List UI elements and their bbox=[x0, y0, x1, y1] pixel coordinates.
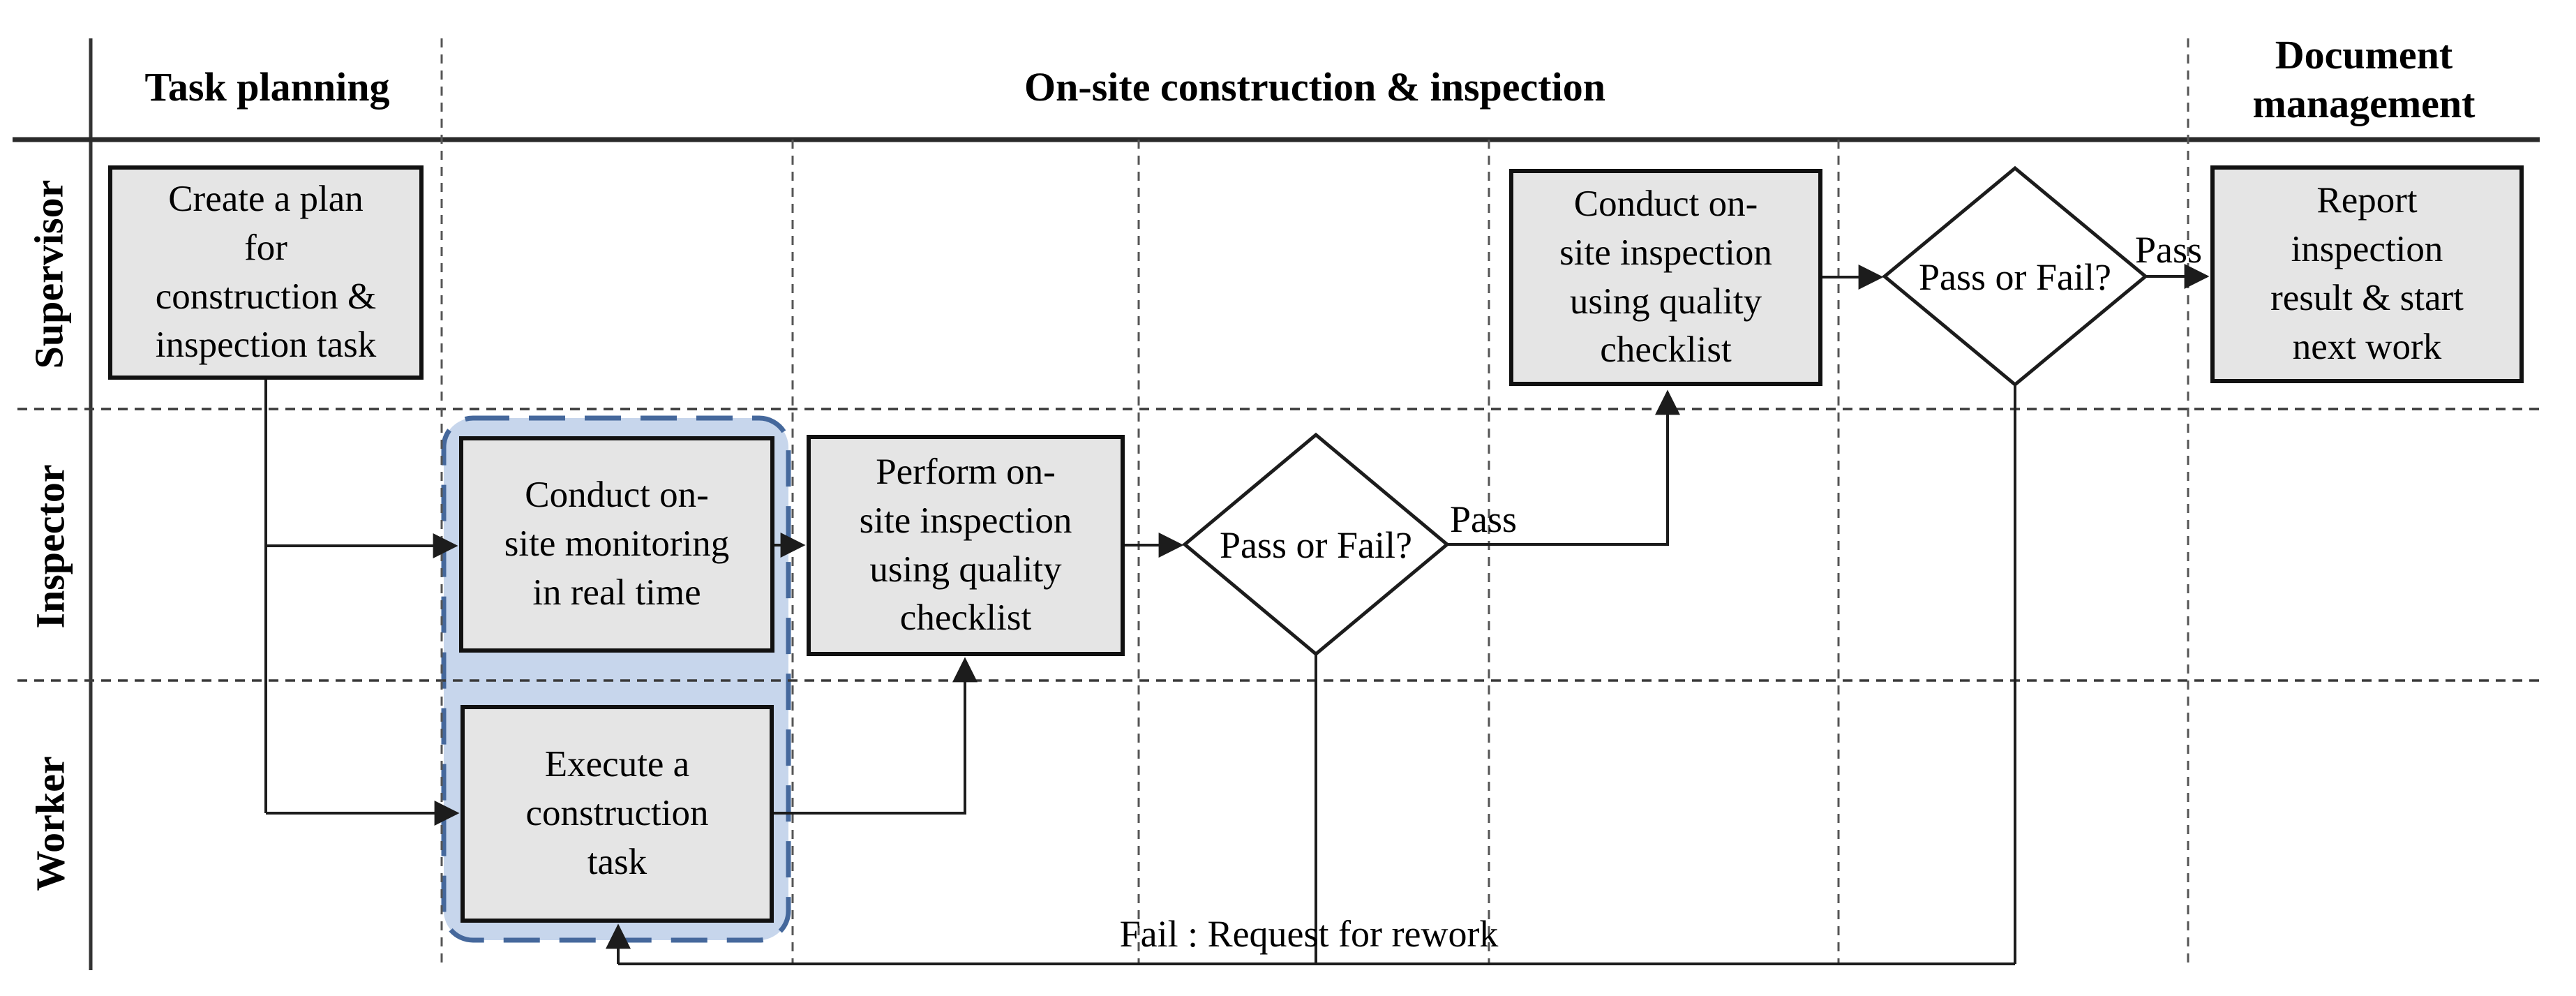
lane-label-supervisor: Supervisor bbox=[26, 179, 72, 369]
edge-label-pass1: Pass bbox=[1449, 498, 1518, 540]
node-create-plan: Create a plan for construction & inspect… bbox=[108, 165, 424, 380]
node-execute-construction-task: Execute a construction task bbox=[460, 705, 774, 923]
phase-header-task-planning: Task planning bbox=[144, 64, 390, 110]
node-perform-onsite-inspection: Perform on- site inspection using qualit… bbox=[807, 435, 1125, 656]
edge-label-fail-request-rework: Fail : Request for rework bbox=[1119, 913, 1499, 955]
lane-label-worker: Worker bbox=[27, 756, 73, 891]
node-conduct-onsite-inspection: Conduct on- site inspection using qualit… bbox=[1509, 169, 1822, 386]
decision2-label: Pass or Fail? bbox=[1919, 256, 2111, 298]
connector-pass1-to-supervisor-inspection bbox=[1447, 389, 1680, 546]
connector-execute-to-inspection bbox=[774, 657, 978, 815]
decision1-diamond bbox=[1182, 432, 1450, 657]
lane-label-inspector: Inspector bbox=[27, 464, 73, 629]
decision1-label: Pass or Fail? bbox=[1220, 524, 1412, 566]
node-conduct-onsite-monitoring: Conduct on- site monitoring in real time bbox=[459, 436, 774, 653]
edge-label-pass2: Pass bbox=[2134, 229, 2203, 271]
phase-header-onsite-construction-inspection: On-site construction & inspection bbox=[1024, 64, 1605, 110]
phase-header-document-management: Document management bbox=[2252, 32, 2476, 126]
node-report-inspection-result: Report inspection result & start next wo… bbox=[2210, 165, 2524, 383]
decision2-diamond bbox=[1882, 165, 2148, 387]
